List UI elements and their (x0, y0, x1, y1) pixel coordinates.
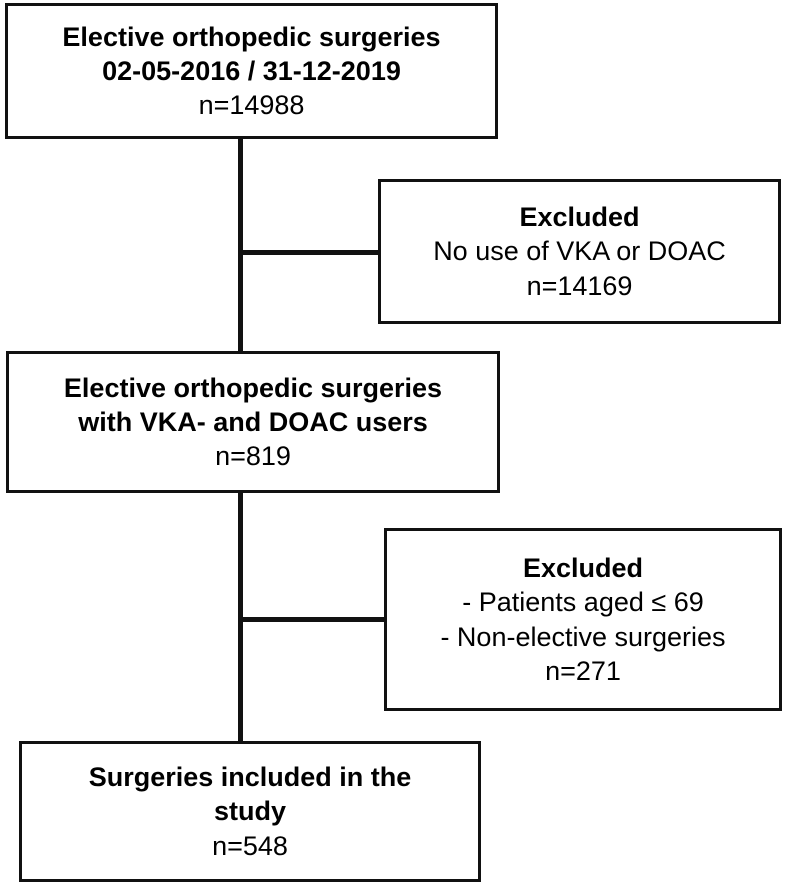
initial-cohort-count: n=14988 (198, 90, 305, 121)
exclusion-2-reason-age: - Patients aged ≤ 69 (462, 587, 704, 618)
exclusion-box-1: Excluded No use of VKA or DOAC n=14169 (378, 179, 781, 324)
exclusion-1-count: n=14169 (526, 270, 633, 301)
included-surgeries-title-cont: study (213, 796, 286, 827)
anticoagulant-users-count: n=819 (215, 441, 291, 472)
main-flow-connector-1 (238, 139, 243, 351)
exclusion-1-reason: No use of VKA or DOAC (433, 236, 726, 267)
exclusion-branch-connector-1 (240, 250, 381, 255)
exclusion-branch-connector-2 (240, 617, 385, 622)
exclusion-1-title: Excluded (519, 202, 640, 233)
anticoagulant-users-subtitle: with VKA- and DOAC users (78, 406, 428, 437)
included-surgeries-title: Surgeries included in the (88, 762, 412, 793)
initial-cohort-date-range: 02-05-2016 / 31-12-2019 (102, 55, 401, 86)
included-surgeries-box: Surgeries included in the study n=548 (19, 741, 481, 882)
anticoagulant-users-box: Elective orthopedic surgeries with VKA- … (6, 351, 500, 493)
initial-cohort-title: Elective orthopedic surgeries (62, 21, 441, 52)
exclusion-2-title: Excluded (522, 552, 644, 583)
initial-cohort-box: Elective orthopedic surgeries 02-05-2016… (5, 3, 498, 139)
exclusion-2-reason-non-elective: - Non-elective surgeries (440, 621, 726, 652)
exclusion-box-2: Excluded - Patients aged ≤ 69 - Non-elec… (384, 528, 782, 711)
anticoagulant-users-title: Elective orthopedic surgeries (63, 372, 443, 403)
exclusion-2-count: n=271 (545, 655, 621, 686)
included-surgeries-count: n=548 (212, 830, 288, 861)
